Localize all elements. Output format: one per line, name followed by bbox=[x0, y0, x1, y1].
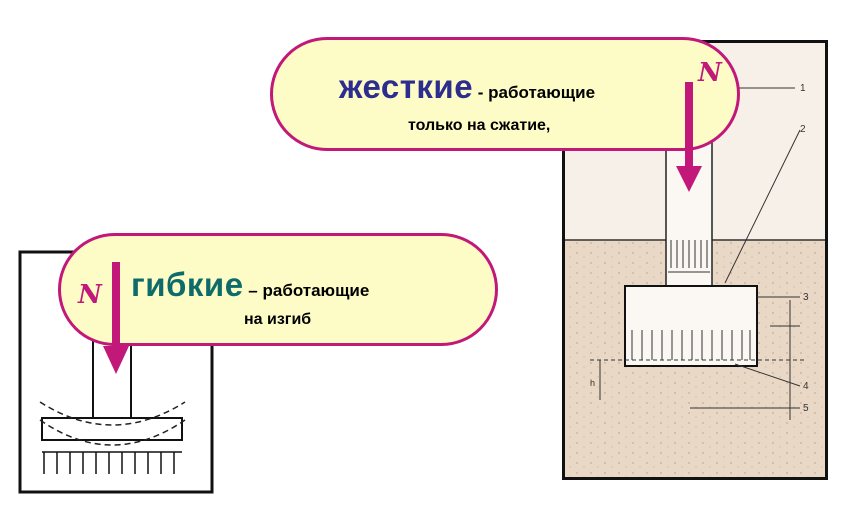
flexible-force-label: N bbox=[78, 280, 102, 310]
footing-pressure-arrows bbox=[631, 330, 751, 360]
column-pressure-arrows bbox=[668, 240, 710, 273]
flexible-definition-bubble: гибкие – работающие на изгиб bbox=[58, 233, 498, 346]
callout-3: 3 bbox=[803, 292, 809, 303]
rigid-description-line2: только на сжатие, bbox=[408, 117, 551, 134]
flexible-description-line1: – работающие bbox=[243, 281, 370, 300]
callout-5: 5 bbox=[803, 403, 809, 414]
rigid-force-label: N bbox=[698, 58, 722, 88]
rigid-footing bbox=[624, 285, 758, 367]
flexible-column bbox=[92, 339, 132, 419]
flexible-footing bbox=[41, 417, 183, 441]
flexible-description-line2: на изгиб bbox=[244, 311, 312, 328]
callout-2: 2 bbox=[800, 124, 806, 135]
flexible-term: гибкие bbox=[131, 266, 244, 303]
flexible-pressure-arrows bbox=[42, 451, 182, 474]
rigid-term: жесткие bbox=[339, 68, 474, 105]
rigid-definition-bubble: жесткие - работающие только на сжатие, bbox=[270, 37, 740, 151]
callout-4: 4 bbox=[803, 381, 809, 392]
deflected-shape-upper bbox=[39, 401, 186, 426]
callout-1: 1 bbox=[800, 83, 806, 94]
dimension-label-h: h bbox=[590, 378, 595, 388]
rigid-description-line1: - работающие bbox=[473, 83, 596, 102]
